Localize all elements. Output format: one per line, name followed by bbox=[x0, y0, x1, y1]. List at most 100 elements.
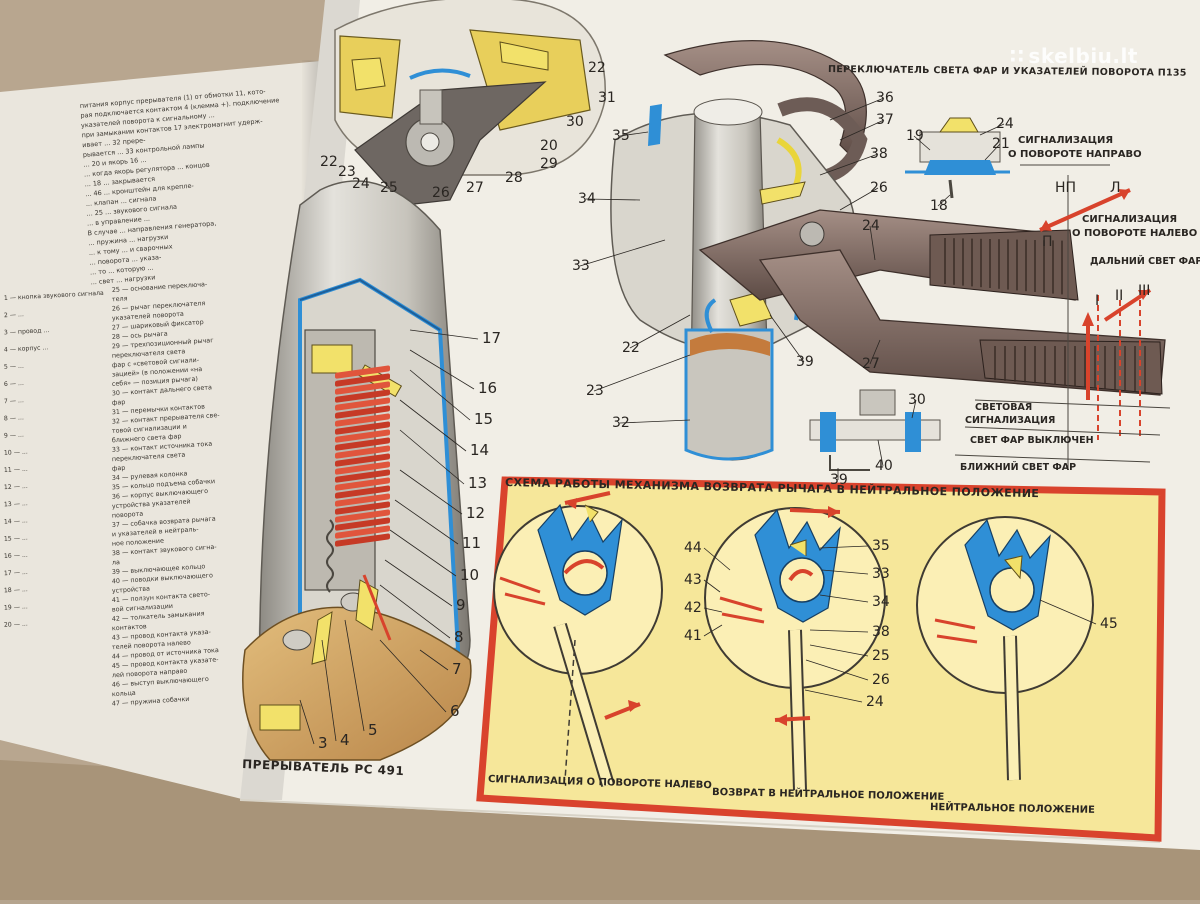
legend-left-line: 13 — ... bbox=[4, 500, 28, 508]
coil-winding bbox=[335, 501, 390, 515]
legend-right-line: поворота bbox=[112, 510, 144, 520]
np-label: НП bbox=[1055, 180, 1076, 196]
coil-winding bbox=[335, 365, 390, 379]
coil-winding bbox=[335, 517, 390, 531]
legend-left-line: 3 — провод ... bbox=[4, 327, 50, 336]
legend-left-line: 9 — ... bbox=[4, 432, 24, 440]
switch-callout-33: 33 bbox=[572, 258, 590, 274]
coil-winding bbox=[335, 413, 390, 427]
high-beam-label: ДАЛЬНИЙ СВЕТ ФАР bbox=[1090, 255, 1200, 267]
legend-right-line: фар bbox=[112, 398, 126, 407]
relay-callout-15: 15 bbox=[474, 410, 493, 428]
leader-line bbox=[379, 639, 447, 713]
switch-callout-26: 26 bbox=[870, 180, 888, 196]
legend-left-line: 6 — ... bbox=[4, 380, 24, 388]
legend-right-line: кольца bbox=[112, 689, 136, 698]
relay-callout-5: 5 bbox=[368, 721, 378, 739]
coil-winding bbox=[335, 429, 390, 443]
leader-line bbox=[913, 135, 931, 151]
relay-coil bbox=[335, 365, 390, 547]
leader-line bbox=[937, 194, 951, 207]
scheme-figure-3 bbox=[916, 516, 1094, 781]
legend-right-line: вой сигнализации bbox=[112, 602, 174, 614]
legend-left-line: 7 — ... bbox=[4, 397, 24, 405]
top-callout-30: 30 bbox=[566, 114, 584, 130]
scheme-callout-45: 45 bbox=[1100, 616, 1118, 632]
relay-callout-16: 16 bbox=[478, 379, 497, 397]
leader-line bbox=[409, 369, 471, 421]
legend-right-line: ное положение bbox=[112, 537, 165, 548]
legend-left-line: 14 — ... bbox=[4, 517, 28, 525]
coil-winding bbox=[335, 533, 390, 547]
coil-winding bbox=[335, 485, 390, 499]
position-2-label: II bbox=[1115, 288, 1123, 304]
top-mechanism-drawing bbox=[334, 0, 606, 206]
top-callout-24: 24 bbox=[352, 176, 370, 192]
leader-line bbox=[809, 629, 869, 633]
leader-line bbox=[819, 153, 879, 176]
legend-left-line: 20 — ... bbox=[4, 621, 28, 629]
switch-callout-38: 38 bbox=[870, 146, 888, 162]
top-callout-29: 29 bbox=[540, 156, 558, 172]
relay-callout-8: 8 bbox=[454, 628, 464, 646]
leader-line bbox=[394, 499, 459, 545]
legend-right-line: ла bbox=[112, 558, 121, 566]
p-label: П bbox=[1042, 234, 1053, 250]
relay-drawing bbox=[242, 180, 472, 761]
scheme-callout-43: 43 bbox=[684, 572, 702, 588]
switch-callout-18: 18 bbox=[930, 198, 948, 214]
left-page bbox=[0, 60, 332, 800]
leader-line bbox=[703, 547, 731, 571]
top-callout-22: 22 bbox=[320, 154, 338, 170]
relay-callout-12: 12 bbox=[466, 504, 485, 522]
relay-callout-7: 7 bbox=[452, 660, 462, 678]
leader-line bbox=[399, 469, 463, 515]
position-3-label: III bbox=[1138, 283, 1150, 299]
leader-line bbox=[379, 584, 451, 639]
relay-callout-17: 17 bbox=[482, 329, 501, 347]
labels-layer: ПЕРЕКЛЮЧАТЕЛЬ СВЕТА ФАР И УКАЗАТЕЛЕЙ ПОВ… bbox=[242, 60, 1200, 816]
leader-line bbox=[911, 399, 917, 419]
leader-line bbox=[399, 399, 467, 452]
leader-line bbox=[703, 579, 721, 593]
leader-line bbox=[804, 689, 863, 703]
leader-line bbox=[409, 349, 475, 390]
legend-left-line: 12 — ... bbox=[4, 483, 28, 491]
coil-winding bbox=[335, 477, 390, 491]
scheme-callout-25: 25 bbox=[872, 648, 890, 664]
light-signal-label: СВЕТОВАЯ bbox=[975, 402, 1032, 413]
legend-left-line: 19 — ... bbox=[4, 603, 28, 611]
left-turn-label: СИГНАЛИЗАЦИЯ bbox=[1082, 214, 1177, 225]
leader-line bbox=[399, 429, 465, 485]
coil-winding bbox=[335, 461, 390, 475]
leader-line bbox=[321, 639, 337, 742]
coil-winding bbox=[335, 381, 390, 395]
leader-line bbox=[1039, 599, 1097, 625]
relay-callout-14: 14 bbox=[470, 441, 489, 459]
leader-line bbox=[819, 545, 869, 549]
scheme-callout-41: 41 bbox=[684, 628, 702, 644]
leader-line bbox=[384, 559, 453, 607]
leader-line bbox=[869, 339, 881, 365]
top-callout-31: 31 bbox=[598, 90, 616, 106]
coil-winding bbox=[335, 405, 390, 419]
leader-line bbox=[839, 187, 879, 211]
legend-right-line: 28 — ось рычага bbox=[112, 330, 168, 341]
legend-left-line: 11 — ... bbox=[4, 466, 28, 474]
coil-winding bbox=[335, 421, 390, 435]
leader-line bbox=[839, 119, 885, 141]
top-callout-27: 27 bbox=[466, 180, 484, 196]
leader-line bbox=[869, 225, 876, 261]
relay-callout-3: 3 bbox=[318, 734, 328, 752]
leader-line bbox=[769, 314, 805, 363]
coil-winding bbox=[335, 469, 390, 483]
leader-line bbox=[389, 529, 457, 577]
switch-callout-22: 22 bbox=[622, 340, 640, 356]
right-turn-label: СИГНАЛИЗАЦИЯ bbox=[1018, 135, 1113, 146]
top-callout-26: 26 bbox=[432, 185, 450, 201]
legend-left-line: 10 — ... bbox=[4, 449, 28, 457]
leader-line bbox=[299, 699, 315, 745]
top-callout-28: 28 bbox=[505, 170, 523, 186]
legend-right-line: контактов bbox=[112, 622, 148, 632]
